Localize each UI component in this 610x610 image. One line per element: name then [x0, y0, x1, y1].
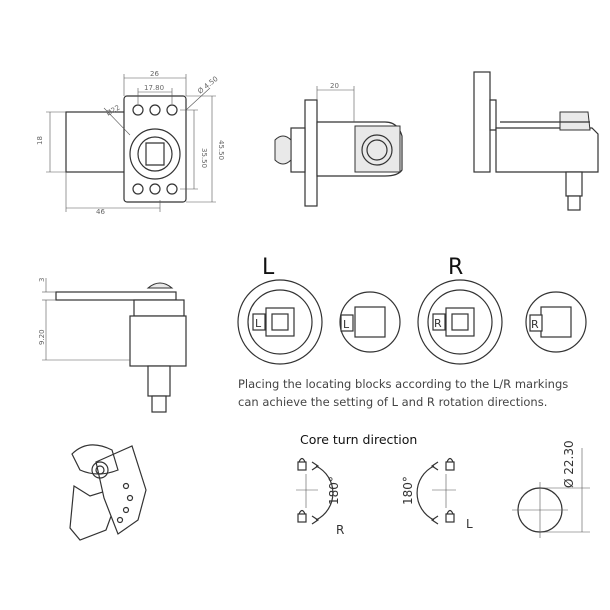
core-turn-label-r: R	[336, 523, 344, 537]
core-turn-angle-left: 180°	[327, 476, 341, 505]
dim-22-30: Ø 22.30	[562, 440, 576, 488]
plan-view	[473, 71, 599, 211]
note-line-1: Placing the locating blocks according to…	[238, 377, 568, 391]
block-left-mark: L	[343, 318, 350, 331]
dim-hole-4-50: Ø 4.50	[196, 75, 219, 96]
core-turn-angle-right: 180°	[401, 476, 415, 505]
block-right-mark: R	[531, 318, 539, 331]
side-view: 20	[274, 82, 403, 207]
core-turn-right	[416, 457, 456, 525]
dim-46: 46	[96, 208, 105, 216]
dim-35-50: 35.50	[200, 148, 208, 168]
dim-9-20: 9.20	[38, 329, 46, 345]
note-line-2: can achieve the setting of L and R rotat…	[238, 395, 547, 409]
cylinder-left	[237, 279, 323, 365]
block-left	[339, 291, 401, 353]
cutout-circle-view	[512, 448, 590, 538]
dim-26: 26	[150, 70, 159, 78]
dim-3: 3	[38, 278, 46, 282]
isometric-view	[69, 444, 147, 541]
core-turn-title: Core turn direction	[300, 432, 417, 447]
front-view: 26 17.80 Ø 4.50 Ø22 35.50 45.50 18 46	[36, 70, 225, 216]
core-turn-left	[296, 457, 334, 525]
cylinder-right-mark: R	[434, 317, 442, 330]
dim-18: 18	[36, 136, 44, 145]
section-view: 3 9.20	[38, 278, 187, 413]
cylinder-left-mark: L	[255, 317, 262, 330]
dim-45-50: 45.50	[217, 140, 225, 160]
dim-20: 20	[330, 82, 339, 90]
block-right	[525, 291, 587, 353]
cylinder-right	[417, 279, 503, 365]
core-turn-label-l: L	[466, 517, 473, 531]
label-rotation-left: L	[262, 255, 275, 280]
dim-17-80: 17.80	[144, 84, 164, 92]
label-rotation-right: R	[448, 255, 463, 280]
